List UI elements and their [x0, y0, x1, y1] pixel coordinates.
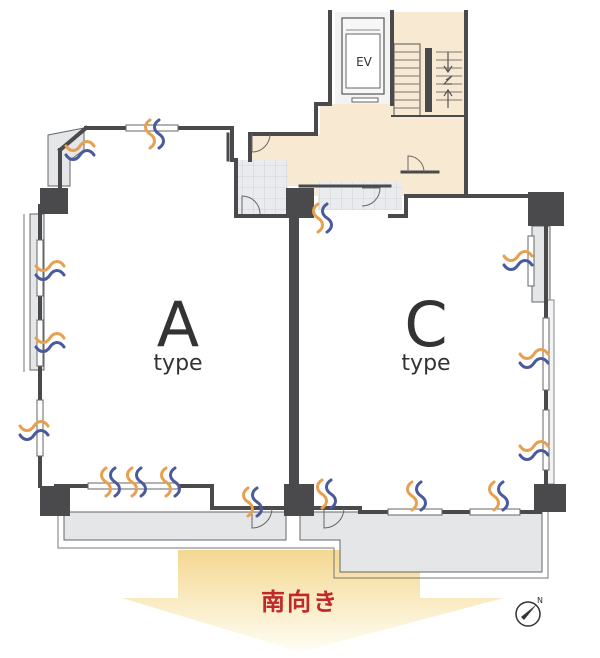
door-swing-icon	[241, 133, 425, 529]
unit-a-label: A type	[153, 288, 202, 376]
direction-label: 南向き	[261, 588, 339, 616]
svg-text:N: N	[537, 596, 543, 605]
unit-c-letter: C	[404, 288, 447, 361]
unit-a-letter: A	[157, 288, 199, 361]
unit-c-type: type	[401, 351, 450, 376]
unit-a-type: type	[153, 351, 202, 376]
columns	[40, 188, 566, 516]
walls	[38, 10, 548, 514]
unit-c-label: C type	[401, 288, 450, 376]
tiled-floor-a	[236, 160, 288, 216]
elevator-label: EV	[356, 55, 373, 69]
elevator: EV	[341, 17, 385, 103]
windows	[36, 124, 550, 516]
compass-icon: N	[515, 596, 543, 627]
railings	[23, 214, 549, 579]
south-direction-arrow: 南向き	[122, 550, 504, 652]
